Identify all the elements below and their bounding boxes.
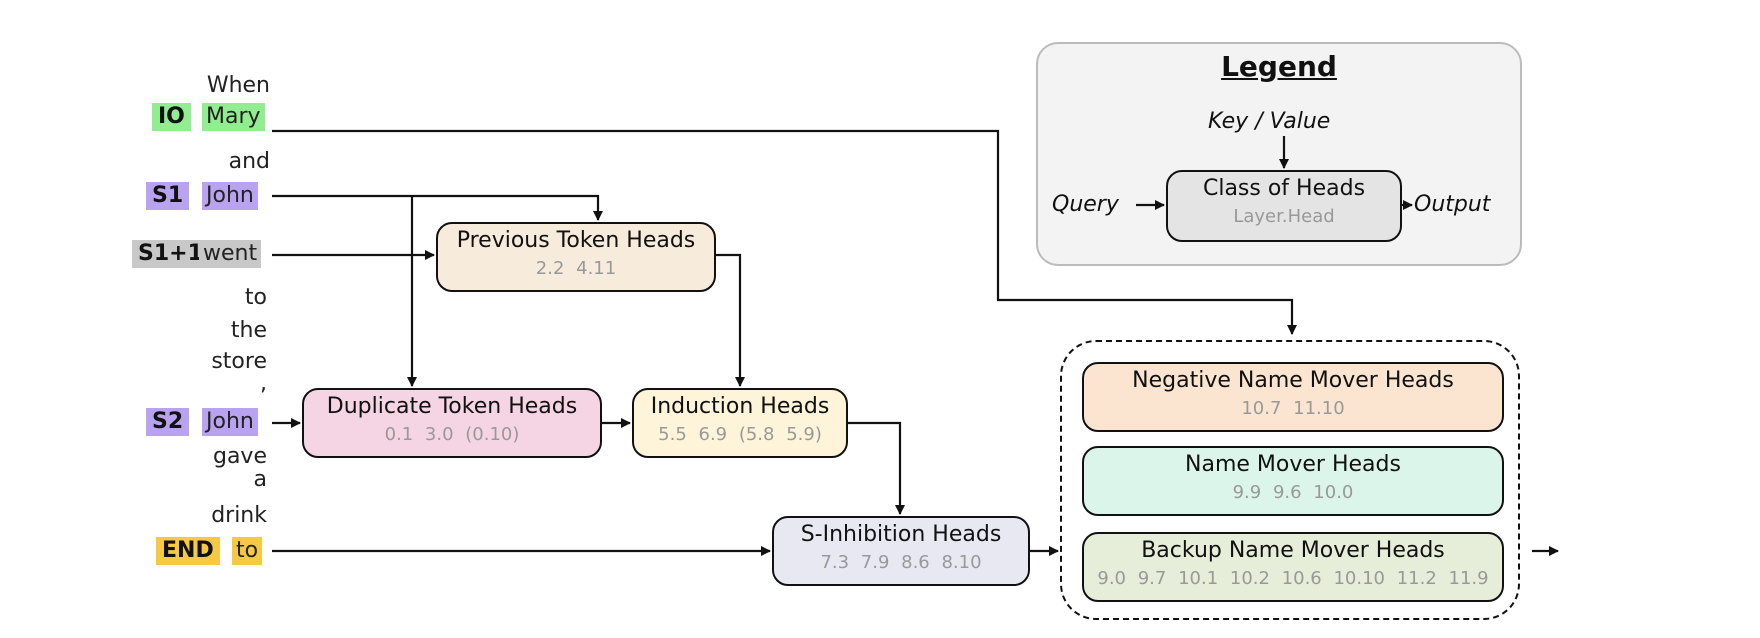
word-store: store [211,349,267,374]
s1-plus-1-tag: S1+1 [132,240,209,268]
legend-title: Legend [1221,50,1337,83]
duplicate-token-heads-box: Duplicate Token Heads 0.1 3.0 (0.10) [302,388,602,458]
word-comma: , [260,371,267,396]
s2-tag: S2 [146,408,190,436]
s2-token: John [202,408,258,436]
io-token: Mary [202,103,265,131]
backup-name-mover-heads-list: 9.0 9.7 10.1 10.2 10.6 10.10 11.2 11.9 [1097,568,1489,589]
word-the: the [230,318,267,343]
legend-class-box: Class of Heads Layer.Head [1166,170,1402,242]
duplicate-token-heads-list: 0.1 3.0 (0.10) [384,424,520,445]
s1-plus-1-token: went [199,240,262,268]
end-token: to [232,537,263,565]
legend-panel [1036,42,1522,266]
previous-token-heads-list: 2.2 4.11 [535,258,617,279]
s1-token: John [202,182,258,210]
arrow-previous-token-to-induction [716,253,745,387]
word-a: a [253,467,267,492]
legend-key-value: Key / Value [1208,109,1331,134]
arrow-s1-to-previous-token [272,194,603,221]
name-mover-heads-box: Name Mover Heads 9.9 9.6 10.0 [1082,446,1504,516]
s-inhibition-heads-box: S-Inhibition Heads 7.3 7.9 8.6 8.10 [772,516,1030,586]
arrow-io-to-name-movers [272,129,1297,335]
word-drink: drink [211,503,267,528]
legend-class-label: Class of Heads [1202,176,1366,201]
previous-token-heads-box: Previous Token Heads 2.2 4.11 [436,222,716,292]
backup-name-mover-heads-label: Backup Name Mover Heads [1141,538,1445,563]
io-tag: IO [152,103,191,131]
name-mover-heads-list: 9.9 9.6 10.0 [1232,482,1354,503]
negative-name-mover-heads-label: Negative Name Mover Heads [1132,368,1454,393]
word-when: When [206,73,270,98]
induction-heads-label: Induction Heads [650,394,830,419]
induction-heads-list: 5.5 6.9 (5.8 5.9) [658,424,822,445]
legend-output: Output [1414,192,1491,217]
legend-query: Query [1052,192,1119,217]
s-inhibition-heads-list: 7.3 7.9 8.6 8.10 [820,552,982,573]
backup-name-mover-heads-box: Backup Name Mover Heads 9.0 9.7 10.1 10.… [1082,532,1504,602]
previous-token-heads-label: Previous Token Heads [456,228,696,253]
induction-heads-box: Induction Heads 5.5 6.9 (5.8 5.9) [632,388,848,458]
legend-class-sub: Layer.Head [1233,206,1335,227]
word-to: to [244,285,267,310]
negative-name-mover-heads-box: Negative Name Mover Heads 10.7 11.10 [1082,362,1504,432]
word-and: and [228,149,270,174]
negative-name-mover-heads-list: 10.7 11.10 [1241,398,1345,419]
arrow-induction-to-s-inhibition [848,421,905,515]
s1-tag: S1 [146,182,190,210]
s-inhibition-heads-label: S-Inhibition Heads [800,522,1002,547]
name-mover-group-outline [1060,340,1520,620]
duplicate-token-heads-label: Duplicate Token Heads [326,394,578,419]
name-mover-heads-label: Name Mover Heads [1185,452,1401,477]
word-gave: gave [212,444,267,469]
end-tag: END [156,537,220,565]
